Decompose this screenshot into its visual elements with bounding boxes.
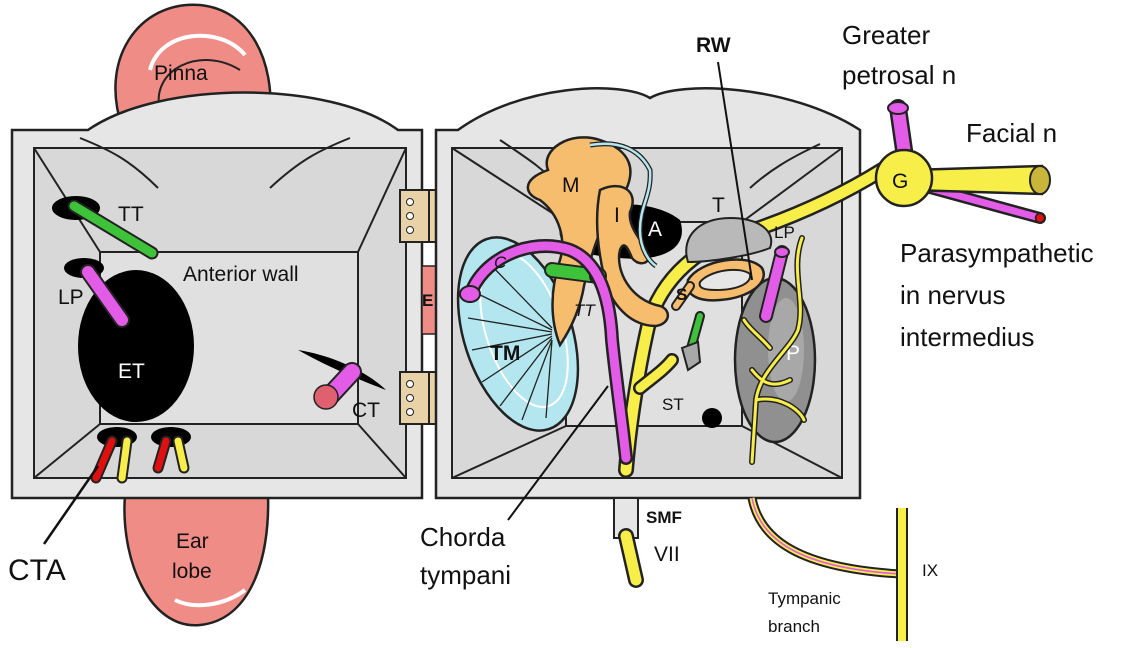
tympanic-branch-label-2: branch xyxy=(768,617,820,636)
greater-petrosal-label-2: petrosal n xyxy=(842,60,956,90)
pinna-label: Pinna xyxy=(154,62,208,85)
ear-lobe-label-1: Ear xyxy=(176,530,209,553)
lp-right-label: LP xyxy=(774,223,795,242)
cta-opening-2 xyxy=(151,427,191,447)
tt-left-label: TT xyxy=(118,203,144,226)
m-label: M xyxy=(562,174,580,197)
ix-label: IX xyxy=(922,561,938,580)
ct-label: CT xyxy=(352,399,380,422)
parasympathetic-label-2: in nervus xyxy=(900,280,1006,310)
i-label: I xyxy=(614,204,620,227)
a-label: A xyxy=(648,218,662,241)
et-label: ET xyxy=(118,360,145,383)
tympanic-branch-label-1: Tympanic xyxy=(768,589,841,608)
g-label: G xyxy=(892,170,908,193)
vii-label: VII xyxy=(654,543,680,566)
ear-lobe-label-2: lobe xyxy=(172,560,212,583)
facial-n-label: Facial n xyxy=(966,118,1057,148)
parasympathetic-label-1: Parasympathetic xyxy=(900,238,1094,268)
cta-label: CTA xyxy=(8,554,66,587)
chorda-label-2: tympani xyxy=(420,560,511,590)
smf-label: SMF xyxy=(646,508,682,527)
oval-window-spot xyxy=(702,408,722,428)
c-label: C xyxy=(494,253,507,272)
rw-label: RW xyxy=(696,34,731,57)
s-label: S xyxy=(676,285,687,304)
t-label: T xyxy=(712,194,725,217)
st-label: ST xyxy=(662,395,684,414)
tt-right-label: TT xyxy=(574,301,596,320)
greater-petrosal-label-1: Greater xyxy=(842,20,930,50)
tm-label: TM xyxy=(490,342,520,365)
e-label: E xyxy=(422,291,433,310)
anterior-wall-label: Anterior wall xyxy=(183,263,299,286)
lp-left-label: LP xyxy=(58,286,84,309)
parasympathetic-label-3: intermedius xyxy=(900,322,1034,352)
chorda-label-1: Chorda xyxy=(420,522,506,552)
